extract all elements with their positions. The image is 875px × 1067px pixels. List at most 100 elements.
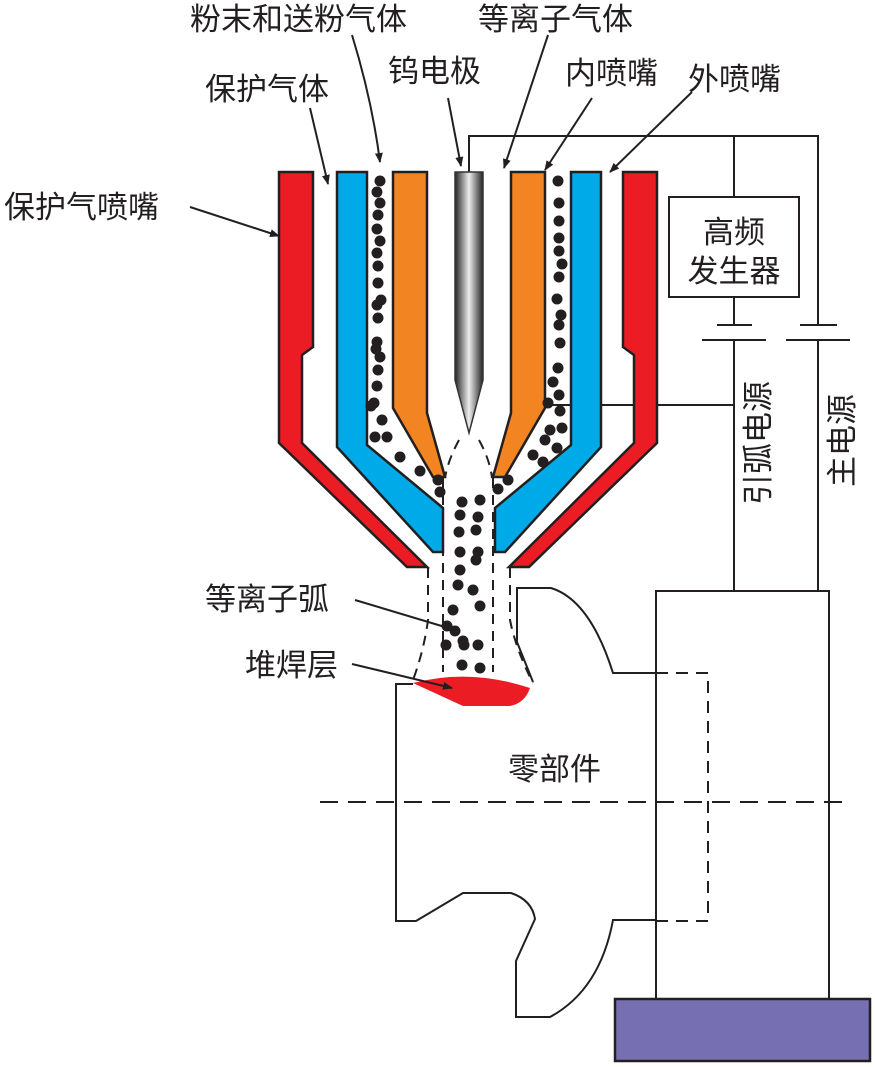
powder-particle (372, 364, 384, 376)
powder-particle (371, 223, 383, 235)
arrow-outer-nozzle (609, 91, 693, 173)
label-shield-nozzle: 保护气喷嘴 (4, 190, 159, 226)
powder-particle (502, 474, 514, 486)
powder-particle (553, 215, 565, 227)
powder-particle (554, 405, 566, 417)
powder-particle (470, 524, 482, 536)
shield-nozzle-left (277, 170, 431, 569)
arrow-cladding-layer (351, 663, 453, 690)
powder-particle (554, 337, 566, 349)
powder-particle (365, 400, 377, 412)
inner-nozzle-left (391, 170, 447, 479)
powder-particle (492, 483, 504, 495)
arrow-inner-nozzle (544, 97, 593, 171)
label-pilot-power: 引弧电源 (741, 381, 777, 505)
powder-particle (472, 511, 484, 523)
base-plate (613, 997, 872, 1063)
workpiece-dashed-section (656, 672, 709, 922)
powder-particle (456, 659, 468, 671)
powder-particle (470, 554, 482, 566)
label-cladding-layer: 堆焊层 (245, 648, 338, 684)
powder-particle (552, 175, 564, 187)
powder-particles (365, 175, 568, 674)
powder-particle (553, 271, 565, 283)
powder-particle (456, 496, 468, 508)
powder-particle (372, 312, 384, 324)
powder-particle (369, 431, 381, 443)
powder-particle (372, 260, 384, 272)
outer-nozzle-right (493, 170, 603, 554)
powder-particle (551, 442, 563, 454)
powder-particle (474, 600, 486, 612)
powder-particle (374, 235, 386, 247)
powder-particle (454, 564, 466, 576)
powder-particle (440, 639, 452, 651)
inner-nozzle-right (491, 170, 547, 479)
powder-particle (544, 424, 556, 436)
label-plasma-gas: 等离子气体 (478, 2, 633, 38)
label-shield-gas: 保护气体 (205, 72, 329, 108)
tungsten-electrode (454, 171, 484, 436)
powder-particle (371, 299, 383, 311)
powder-particle (553, 245, 565, 257)
powder-particle (467, 584, 479, 596)
powder-particle (434, 486, 446, 498)
powder-particle (552, 362, 564, 374)
powder-particle (432, 474, 444, 486)
label-powder-gas: 粉末和送粉气体 (190, 2, 407, 38)
arrow-electrode (447, 97, 464, 167)
shield-nozzle-right (505, 170, 659, 569)
powder-particle (454, 509, 466, 521)
powder-particle (447, 604, 459, 616)
powder-particle (458, 639, 470, 651)
powder-particle (394, 451, 406, 463)
powder-particle (371, 380, 383, 392)
powder-particle (539, 434, 551, 446)
powder-particle (472, 639, 484, 651)
label-inner-nozzle: 内喷嘴 (565, 56, 658, 92)
hf-generator-box (668, 196, 800, 298)
label-plasma-arc: 等离子弧 (205, 582, 329, 618)
powder-particle (452, 579, 464, 591)
powder-particle (527, 449, 539, 461)
powder-particle (449, 625, 461, 637)
label-outer-nozzle: 外喷嘴 (688, 62, 781, 98)
powder-particle (374, 175, 386, 187)
powder-particle (547, 376, 559, 388)
powder-particle (474, 494, 486, 506)
arrow-powder-gas (351, 34, 383, 163)
powder-particle (474, 662, 486, 674)
label-hf-generator-line2: 发生器 (688, 254, 781, 290)
powder-particle (556, 258, 568, 270)
powder-particle (453, 526, 465, 538)
powder-particle (555, 309, 567, 321)
powder-particle (414, 465, 426, 477)
circuit-top-wire (468, 135, 819, 325)
arrow-plasma-arc (354, 599, 456, 632)
powder-particle (374, 351, 386, 363)
powder-particle (553, 232, 565, 244)
fixture-frame (655, 590, 830, 1000)
plasma-arc-outline (412, 439, 534, 684)
powder-particle (372, 277, 384, 289)
arrow-plasma-gas (503, 34, 549, 169)
arrow-shield-gas (309, 107, 330, 185)
powder-particle (553, 319, 565, 331)
powder-particle (537, 456, 549, 468)
label-hf-generator-line1: 高频 (703, 215, 765, 251)
powder-particle (381, 431, 393, 443)
workpiece-outline (395, 587, 656, 1018)
powder-particle (372, 209, 384, 221)
powder-particle (374, 197, 386, 209)
cladding-layer (413, 676, 530, 706)
powder-particle (376, 414, 388, 426)
powder-particle (553, 389, 565, 401)
main-battery-icon (786, 324, 850, 341)
powder-particle (371, 186, 383, 198)
powder-particle (551, 293, 563, 305)
label-workpiece: 零部件 (508, 752, 601, 788)
label-tungsten-electrode: 钨电极 (388, 54, 481, 90)
powder-particle (371, 247, 383, 259)
